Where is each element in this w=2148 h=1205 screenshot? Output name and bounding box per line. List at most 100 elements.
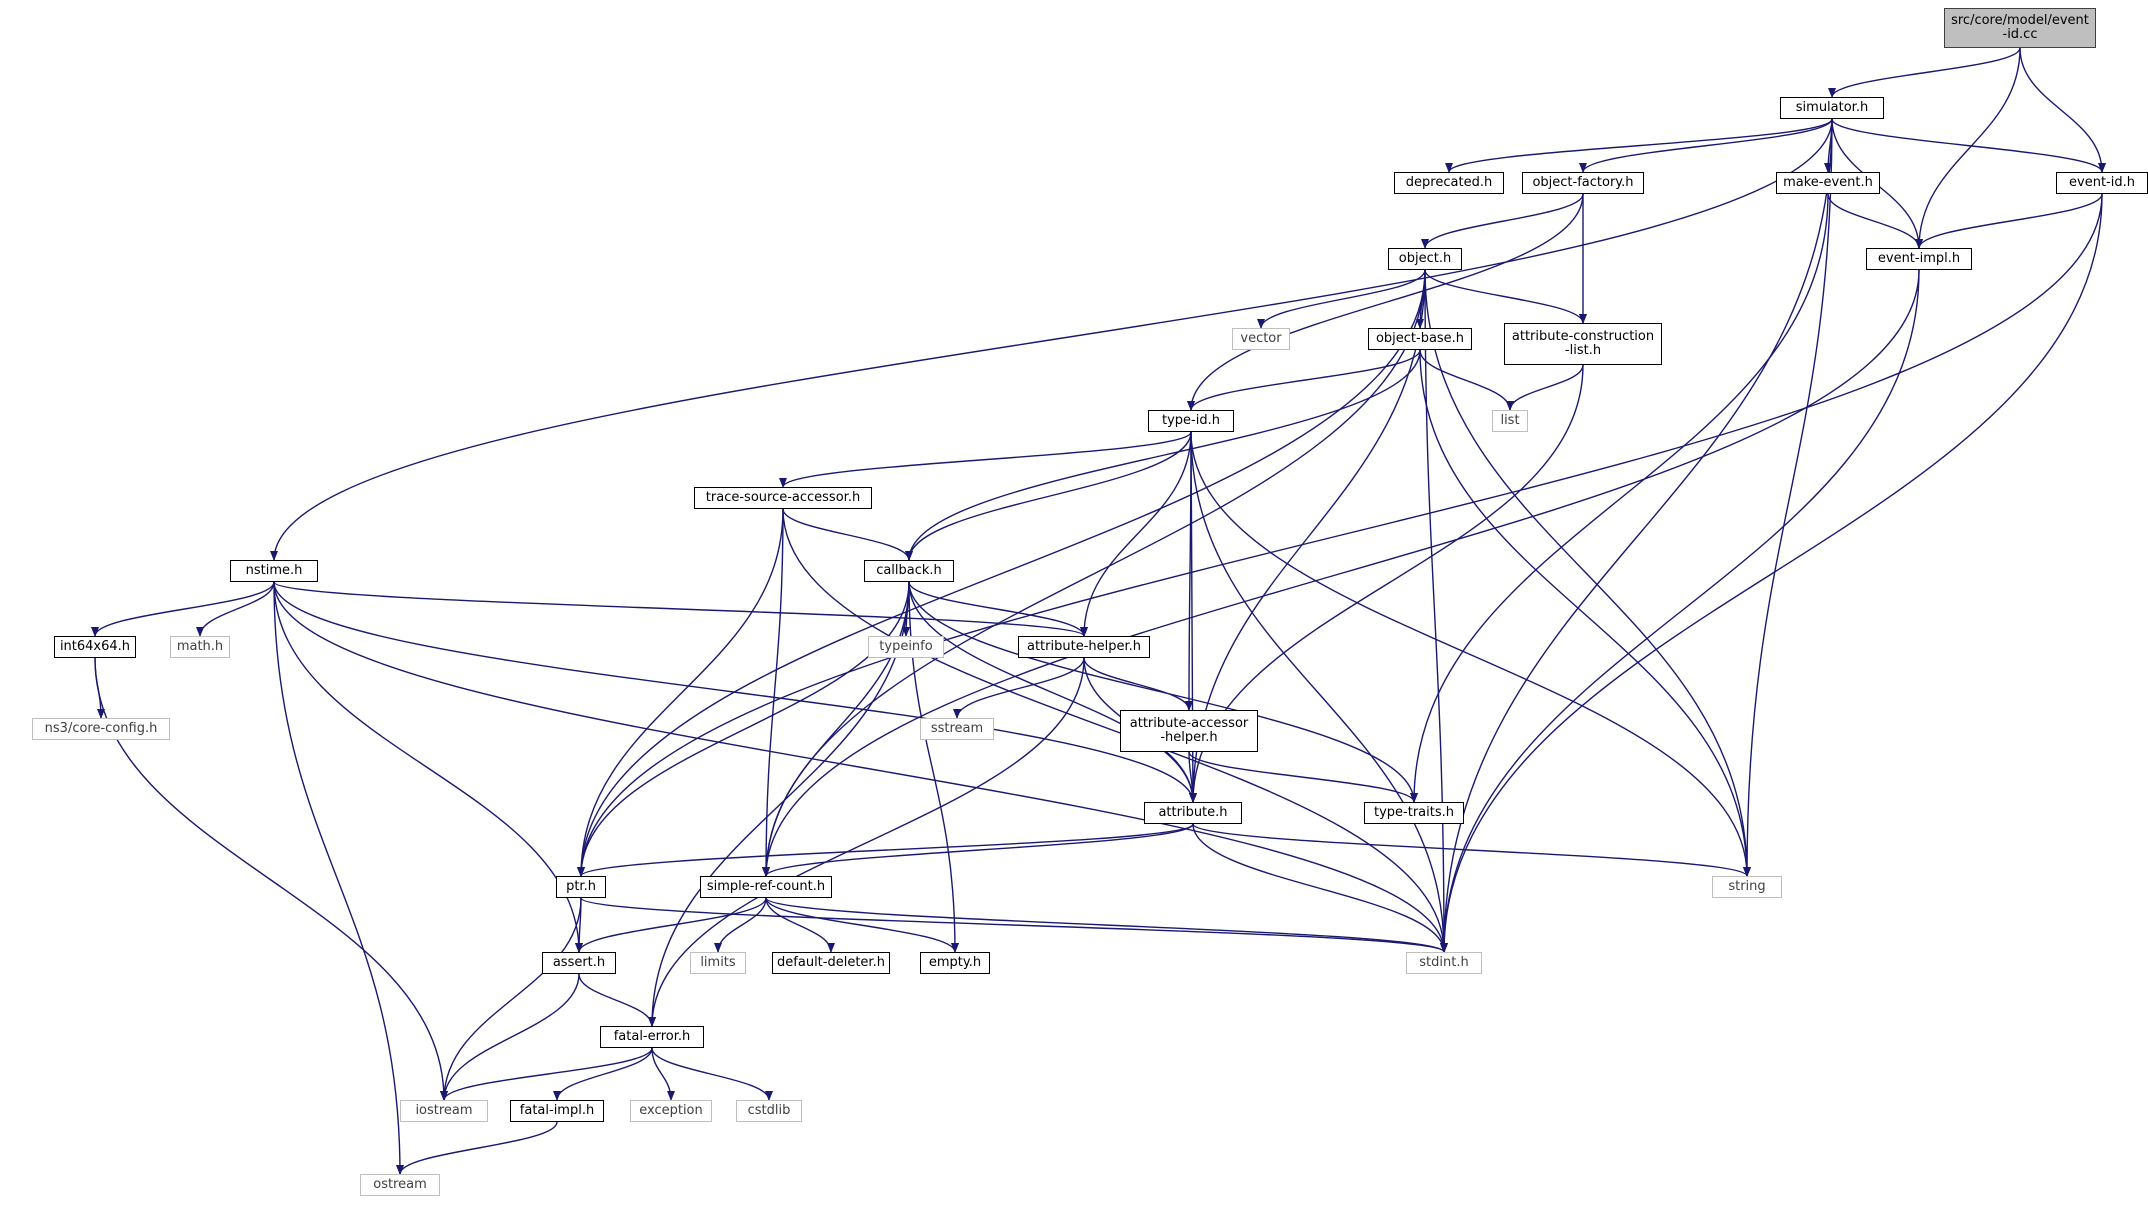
edge-object-factory-to-type-id: [1187, 193, 1584, 411]
node-trace-src[interactable]: trace-source-accessor.h: [694, 487, 872, 509]
edge-object-base-to-type-id: [1187, 349, 1421, 411]
node-core-config: ns3/core-config.h: [32, 718, 170, 740]
edge-fatal-error-to-cstdlib: [651, 1047, 773, 1101]
edge-simulator-to-string: [1743, 118, 1833, 877]
edge-callback-to-attr-helper: [908, 581, 1088, 637]
node-attr-acc[interactable]: attribute-accessor -helper.h: [1120, 710, 1258, 752]
edge-object-to-vector: [1257, 269, 1426, 329]
edge-event-impl-to-stdint: [1440, 269, 1920, 953]
edge-simple-ref-to-empty: [765, 897, 959, 953]
edge-ptr-to-stdint: [580, 897, 1448, 953]
edge-attr-constr-to-list: [1506, 364, 1584, 411]
node-stdint: stdint.h: [1406, 952, 1482, 974]
node-event-id[interactable]: event-id.h: [2056, 172, 2148, 194]
edge-nstime-to-attribute: [273, 581, 1197, 803]
edge-object-to-ptr: [577, 269, 1426, 877]
edge-assert-to-fatal-error: [578, 973, 656, 1027]
edge-event-id-to-event-impl: [1915, 193, 2103, 249]
node-list: list: [1492, 410, 1528, 432]
node-attr-helper[interactable]: attribute-helper.h: [1018, 636, 1150, 658]
edge-attribute-to-stdint: [1192, 823, 1448, 953]
edge-type-id-to-string: [1190, 431, 1751, 877]
edge-root-to-event-id: [2019, 47, 2106, 173]
edge-simulator-to-stdint: [1440, 118, 1833, 953]
edge-type-id-to-callback: [905, 431, 1192, 561]
edge-object-to-attr-constr: [1424, 269, 1587, 324]
edge-simulator-to-nstime: [270, 118, 1833, 561]
node-callback[interactable]: callback.h: [864, 560, 954, 582]
edge-nstime-to-math: [196, 581, 275, 637]
node-type-id[interactable]: type-id.h: [1148, 410, 1234, 432]
edge-attribute-to-ptr: [577, 823, 1194, 877]
edge-simulator-to-object-factory: [1579, 118, 1833, 173]
node-exception: exception: [630, 1100, 712, 1122]
node-object[interactable]: object.h: [1388, 248, 1462, 270]
node-cstdlib: cstdlib: [736, 1100, 802, 1122]
edge-object-to-string: [1424, 269, 1751, 877]
edge-simulator-to-deprecated: [1445, 118, 1833, 173]
edge-callback-to-fatal-error: [648, 581, 910, 1027]
node-assert[interactable]: assert.h: [542, 952, 616, 974]
edge-attribute-to-string: [1192, 823, 1751, 877]
edge-ptr-to-iostream: [440, 897, 582, 1101]
edge-trace-src-to-callback: [782, 508, 913, 561]
edge-type-id-to-stdint: [1190, 431, 1448, 953]
edge-fatal-error-to-iostream: [440, 1047, 653, 1101]
node-iostream: iostream: [400, 1100, 488, 1122]
node-deprecated[interactable]: deprecated.h: [1394, 172, 1504, 194]
edge-attr-helper-to-attr-acc: [1083, 657, 1193, 711]
edge-simple-ref-to-stdint: [765, 897, 1448, 953]
node-math: math.h: [170, 636, 230, 658]
edge-root-to-event-impl: [1915, 47, 2021, 249]
node-sstream: sstream: [920, 718, 994, 740]
node-int64x64[interactable]: int64x64.h: [54, 636, 136, 658]
node-ptr[interactable]: ptr.h: [556, 876, 606, 898]
edge-event-impl-to-simple-ref: [762, 269, 1920, 877]
node-simple-ref[interactable]: simple-ref-count.h: [700, 876, 832, 898]
edge-event-id-to-ptr: [577, 193, 2103, 877]
edge-fatal-error-to-exception: [651, 1047, 675, 1101]
edge-attr-acc-to-type-traits: [1188, 751, 1418, 803]
node-event-impl[interactable]: event-impl.h: [1866, 248, 1972, 270]
edge-attr-helper-to-fatal-error: [648, 657, 1085, 1027]
edge-fatal-error-to-fatal-impl: [553, 1047, 653, 1101]
node-simulator[interactable]: simulator.h: [1780, 97, 1884, 119]
node-object-base[interactable]: object-base.h: [1368, 328, 1472, 350]
edge-event-id-to-stdint: [1440, 193, 2103, 953]
edge-nstime-to-int64x64: [91, 581, 275, 637]
edge-simple-ref-to-assert: [575, 897, 767, 953]
node-empty[interactable]: empty.h: [920, 952, 990, 974]
edge-trace-src-to-stdint: [782, 508, 1448, 953]
edge-attribute-to-simple-ref: [762, 823, 1194, 877]
node-make-event[interactable]: make-event.h: [1776, 172, 1880, 194]
edge-object-to-stdint: [1424, 269, 1448, 953]
edge-nstime-to-ostream: [273, 581, 404, 1175]
edge-nstime-to-stdint: [273, 581, 1448, 953]
edge-callback-to-ptr: [577, 581, 910, 877]
node-fatal-impl[interactable]: fatal-impl.h: [510, 1100, 604, 1122]
edge-object-base-to-string: [1419, 349, 1751, 877]
node-nstime[interactable]: nstime.h: [230, 560, 318, 582]
edge-type-id-to-attr-helper: [1080, 431, 1192, 637]
node-fatal-error[interactable]: fatal-error.h: [600, 1026, 704, 1048]
edge-simple-ref-to-default-deleter: [765, 897, 835, 953]
edge-object-base-to-callback: [905, 349, 1421, 561]
edge-assert-to-iostream: [440, 973, 580, 1101]
edge-root-to-simulator: [1828, 47, 2021, 98]
edge-object-factory-to-object: [1421, 193, 1584, 249]
node-typeinfo: typeinfo: [868, 636, 944, 658]
edge-simulator-to-event-id: [1831, 118, 2106, 173]
node-type-traits[interactable]: type-traits.h: [1364, 802, 1464, 824]
edge-attr-helper-to-sstream: [953, 657, 1085, 719]
node-attr-constr[interactable]: attribute-construction -list.h: [1504, 323, 1662, 365]
node-object-factory[interactable]: object-factory.h: [1522, 172, 1644, 194]
node-attribute[interactable]: attribute.h: [1144, 802, 1242, 824]
edge-callback-to-simple-ref: [762, 581, 910, 877]
edge-nstime-to-attr-helper: [273, 581, 1088, 637]
node-default-deleter[interactable]: default-deleter.h: [772, 952, 890, 974]
node-string: string: [1712, 876, 1782, 898]
edge-type-id-to-trace-src: [779, 431, 1192, 488]
edge-attr-acc-to-attribute: [1188, 751, 1197, 803]
